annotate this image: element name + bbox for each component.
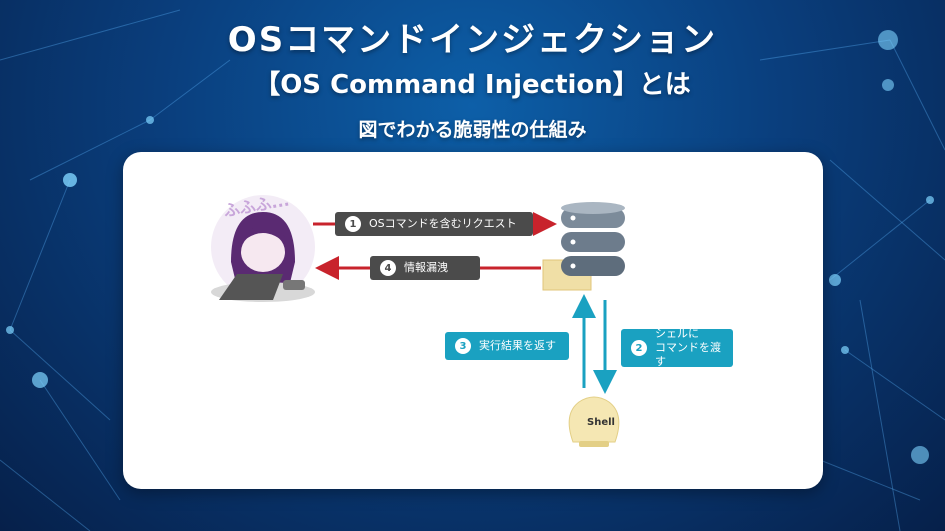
diagram-graphics xyxy=(211,195,625,447)
server-icon xyxy=(561,202,625,276)
step-3-label: 3 実行結果を返す xyxy=(445,332,569,360)
step-text: シェルに コマンドを渡す xyxy=(655,327,721,368)
step-text: 実行結果を返す xyxy=(479,339,556,353)
shell-label: Shell xyxy=(587,417,615,428)
main-title: OSコマンドインジェクション xyxy=(227,20,718,60)
subtitle: 【OS Command Injection】とは xyxy=(254,70,691,100)
tagline: 図でわかる脆弱性の仕組み xyxy=(358,119,587,141)
step-4-label: 4 情報漏洩 xyxy=(370,256,480,280)
step-text: OSコマンドを含むリクエスト xyxy=(369,217,517,231)
step-number: 3 xyxy=(455,338,471,354)
attacker-illustration xyxy=(211,195,315,302)
step-1-label: 1 OSコマンドを含むリクエスト xyxy=(335,212,533,236)
step-number: 1 xyxy=(345,216,361,232)
step-number: 4 xyxy=(380,260,396,276)
step-2-label: 2 シェルに コマンドを渡す xyxy=(621,327,733,368)
shell-icon xyxy=(568,396,620,447)
diagram-card: ふふふ... 1 OSコマンドを含むリクエスト 4 情報漏洩 3 実行結果を返す… xyxy=(123,152,823,489)
step-text: 情報漏洩 xyxy=(404,261,448,275)
step-number: 2 xyxy=(631,340,647,356)
